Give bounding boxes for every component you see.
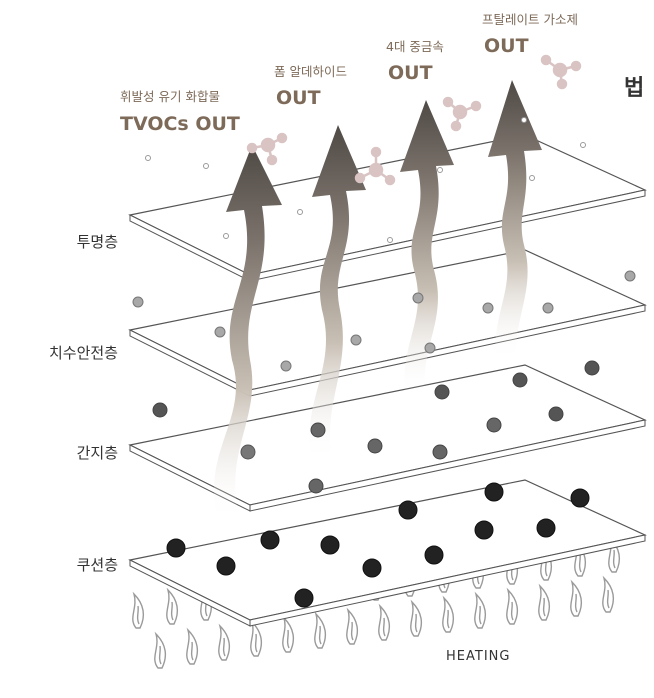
molecule-icon bbox=[542, 56, 580, 88]
particle-dot bbox=[513, 373, 527, 387]
emission-name-heavymetal: 4대 중금속 bbox=[386, 39, 444, 54]
particle-dot bbox=[146, 156, 151, 161]
particle-dot bbox=[133, 297, 143, 307]
particle-dot bbox=[571, 489, 589, 507]
particle-dot bbox=[487, 418, 501, 432]
particle-dot bbox=[261, 531, 279, 549]
emission-status-tvoc: TVOCs OUT bbox=[120, 113, 240, 135]
flame-icon bbox=[155, 634, 166, 668]
particle-dot bbox=[363, 559, 381, 577]
particle-dot bbox=[388, 238, 393, 243]
particle-dot bbox=[485, 483, 503, 501]
particle-dot bbox=[321, 536, 339, 554]
flame-icon bbox=[507, 590, 518, 624]
flame-icon bbox=[571, 582, 582, 616]
particle-dot bbox=[413, 293, 423, 303]
particle-dot bbox=[625, 271, 635, 281]
particle-dot bbox=[549, 407, 563, 421]
particle-dot bbox=[167, 539, 185, 557]
particle-dot bbox=[351, 335, 361, 345]
flame-icon bbox=[539, 586, 550, 620]
emission-status-phthalate: OUT bbox=[484, 35, 529, 57]
particle-dot bbox=[522, 118, 527, 123]
flame-icon bbox=[187, 630, 198, 664]
particle-dot bbox=[438, 168, 443, 173]
heating-label: HEATING bbox=[446, 649, 510, 664]
particle-dot bbox=[281, 361, 291, 371]
particle-dot bbox=[435, 385, 449, 399]
particle-dot bbox=[368, 439, 382, 453]
particle-dot bbox=[153, 403, 167, 417]
particle-dot bbox=[215, 327, 225, 337]
corner-glyph: 법 bbox=[624, 76, 644, 101]
flame-icon bbox=[219, 626, 230, 660]
emission-name-formaldehyde: 폼 알데하이드 bbox=[274, 64, 347, 79]
particle-dot bbox=[475, 521, 493, 539]
flame-icon bbox=[347, 610, 358, 644]
particle-dot bbox=[585, 361, 599, 375]
particle-dot bbox=[399, 501, 417, 519]
particle-dot bbox=[309, 479, 323, 493]
flame-icon bbox=[283, 618, 294, 652]
flame-icon bbox=[475, 594, 486, 628]
layer-cushion bbox=[130, 480, 645, 626]
particle-dot bbox=[483, 303, 493, 313]
flame-icon bbox=[603, 578, 614, 612]
emission-name-tvoc: 휘발성 유기 화합물 bbox=[120, 89, 220, 104]
particle-dot bbox=[425, 546, 443, 564]
layer-stability bbox=[130, 250, 645, 396]
flame-icon bbox=[251, 622, 262, 656]
particle-dot bbox=[298, 210, 303, 215]
particle-dot bbox=[425, 343, 435, 353]
particle-dot bbox=[217, 557, 235, 575]
particle-dot bbox=[537, 519, 555, 537]
particle-dot bbox=[530, 176, 535, 181]
emission-status-heavymetal: OUT bbox=[388, 62, 433, 84]
layer-label-transparent: 투명층 bbox=[77, 233, 118, 251]
particle-dot bbox=[311, 423, 325, 437]
layer-label-backing: 간지층 bbox=[77, 444, 118, 462]
particle-dot bbox=[224, 234, 229, 239]
particle-dot bbox=[241, 445, 255, 459]
layer-transparent bbox=[130, 135, 645, 281]
particle-dot bbox=[204, 164, 209, 169]
particle-dot bbox=[295, 589, 313, 607]
layer-backing bbox=[130, 365, 645, 511]
particle-dot bbox=[581, 143, 586, 148]
particle-dot bbox=[543, 303, 553, 313]
emission-status-formaldehyde: OUT bbox=[276, 87, 321, 109]
flame-icon bbox=[411, 602, 422, 636]
flame-icon bbox=[443, 598, 454, 632]
molecule-icon bbox=[444, 98, 480, 130]
particle-dot bbox=[433, 445, 447, 459]
emission-name-phthalate: 프탈레이트 가소제 bbox=[482, 12, 578, 27]
flame-icon bbox=[315, 614, 326, 648]
flame-icon bbox=[133, 594, 144, 628]
flame-icon bbox=[167, 590, 178, 624]
layer-label-cushion: 쿠션층 bbox=[77, 556, 118, 574]
layer-label-stability: 치수안전층 bbox=[49, 344, 118, 362]
flame-icon bbox=[379, 606, 390, 640]
